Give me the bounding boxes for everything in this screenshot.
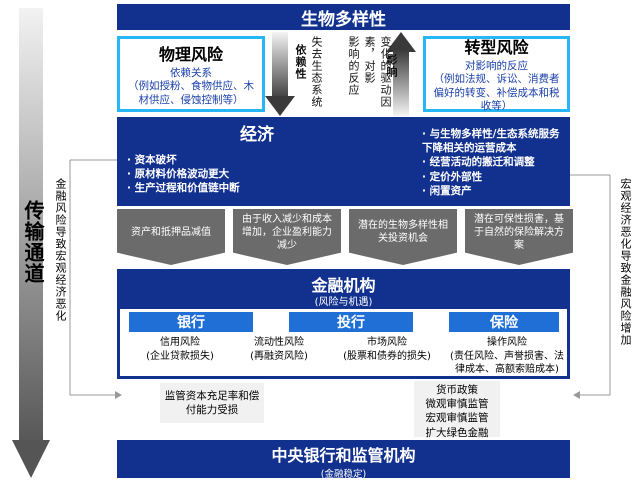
reaction-label: 影响的反应 [347,36,360,96]
physical-risk-box: 物理风险 依赖关系 （例如授粉、食物供应、木材供应、侵蚀控制等） [117,36,265,112]
transition-risk-box: 转型风险 对影响的反应 （例如法规、诉讼、消费者偏好的转变、补偿成本和税收等） [423,36,570,112]
risk-credit-detail: (企业贷款损失) [146,350,214,362]
risk-credit-name: 信用风险 [160,337,200,348]
economy-left-item: · 原材料价格波动更大 [127,168,230,181]
policy-item: 扩大绿色金融 [425,426,489,439]
central-bank-box: 中央银行和监管机构 (金融稳定) [117,440,570,480]
risk-operational-name: 操作风险 [487,337,527,348]
economy-right-item: · 经营活动的搬迁和调整 [422,156,535,169]
risk-market-detail: (股票和债券的损失) [343,350,431,362]
finance-box: 金融机构 (风险与机遇) 银行 投行 保险 信用风险 (企业贷款损失) 流动性风… [117,269,570,379]
finance-subtitle: (风险与机遇) [314,297,373,308]
risk-market-name: 市场风险 [367,337,407,348]
economy-left-list: · 资本破坏 · 原材料价格波动更大 · 生产过程和价值链中断 [127,153,347,196]
chevron-insurance-solutions: 潜在可保性损害，基于自然的保险解决方案 [465,209,573,265]
transmission-label: 传输通道 [21,200,45,284]
chevron-asset-impairment: 资产和抵押品减值 [117,209,225,265]
risk-credit: 信用风险 (企业贷款损失) [125,336,235,363]
left-channel-label: 金融风险导致宏观经济恶化 [54,178,67,322]
economy-right-item: · 闲置资产 [422,184,472,197]
transmission-arrow [12,8,50,478]
impact-label: 影响 [385,54,398,78]
economy-right-list: · 与生物多样性/生态系统服务下降相关的运营成本 · 经营活动的搬迁和调整 · … [422,127,567,198]
down-arrow-icon [265,32,295,116]
economy-box: 经济 · 资本破坏 · 原材料价格波动更大 · 生产过程和价值链中断 · 与生物… [117,117,570,206]
down-arrow-icon [12,8,50,478]
risk-liquidity-name: 流动性风险 [254,337,304,348]
finance-title: 金融机构 [311,276,376,295]
capital-adequacy-box: 监管资本充足率和偿付能力受损 [160,383,264,423]
header-title: 生物多样性 [301,9,386,30]
chevron-profit-reduction: 由于收入减少和成本增加，企业盈利能力减少 [233,209,341,265]
tag-investment-bank: 投行 [289,312,413,332]
risk-liquidity: 流动性风险 (再融资风险) [229,336,329,363]
central-bank-title: 中央银行和监管机构 [271,446,416,465]
policy-box: 货币政策 微观审慎监管 宏观审慎监管 扩大绿色金融 [414,381,500,439]
center-arrows [265,32,416,116]
tag-bank: 银行 [129,312,253,332]
economy-title: 经济 [240,125,274,145]
change-drivers-label: 变化的驱动因素，对影 [363,36,392,108]
economy-left-item: · 资本破坏 [127,154,177,166]
biodiversity-header: 生物多样性 [117,4,570,30]
dependency-label: 依赖性 [294,44,307,80]
transition-risk-subtitle: 对影响的反应 [465,60,528,73]
transition-risk-title: 转型风险 [464,38,529,58]
economy-right-item: · 定价外部性 [422,170,483,183]
risk-market: 市场风险 (股票和债券的损失) [327,336,447,363]
economy-left-item: · 生产过程和价值链中断 [127,182,240,195]
right-bracket [570,174,611,399]
right-channel-label: 宏观经济恶化导致金融风险增加 [619,178,632,346]
physical-risk-title: 物理风险 [158,44,223,64]
policy-item: 宏观审慎监管 [425,412,489,425]
physical-risk-subtitle: 依赖关系 [170,66,212,79]
left-bracket [69,159,122,399]
transition-risk-desc: （例如法规、诉讼、消费者偏好的转变、补偿成本和税收等） [433,73,560,113]
central-bank-subtitle: (金融稳定) [320,469,367,480]
up-arrow-icon [386,32,416,116]
tag-insurance: 保险 [449,312,559,332]
loss-label: 失去生态系统 [310,36,323,108]
policy-item: 货币政策 [436,384,478,396]
risk-operational-detail: (责任风险、声誉损害、法律成本、高额索赔成本) [450,350,564,376]
risk-liquidity-detail: (再融资风险) [250,350,308,362]
risk-operational: 操作风险 (责任风险、声誉损害、法律成本、高额索赔成本) [447,336,567,377]
physical-risk-desc: （例如授粉、食物供应、木材供应、侵蚀控制等） [128,79,254,106]
economy-right-item: · 与生物多样性/生态系统服务下降相关的运营成本 [422,128,560,155]
policy-item: 微观审慎监管 [425,398,489,411]
chevron-investment-opportunity: 潜在的生物多样性相关投资机会 [349,209,457,265]
